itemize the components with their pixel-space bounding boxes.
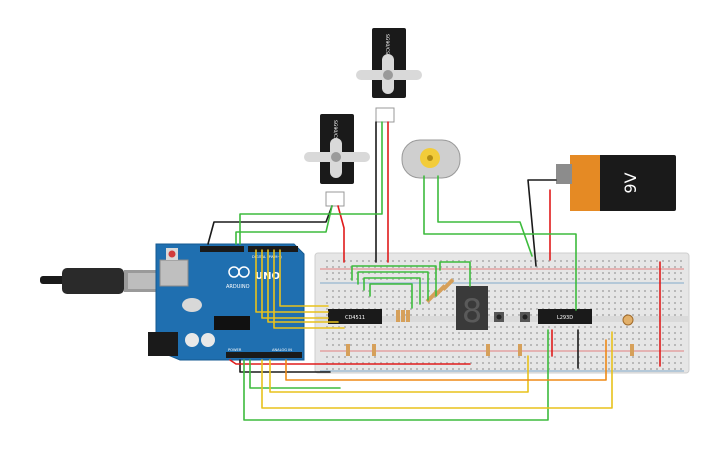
green-wire bbox=[249, 359, 341, 389]
cd4511-label: CD4511 bbox=[345, 315, 365, 321]
yellow-wire bbox=[273, 249, 345, 329]
ldr-icon[interactable] bbox=[622, 314, 634, 326]
yellow-wire bbox=[269, 355, 529, 393]
servo-left-label: SG90/CS-MS bbox=[332, 120, 338, 149]
servo-top[interactable]: SG90/CS-MS bbox=[356, 28, 422, 123]
servo-left[interactable]: SG90/CS-MS bbox=[304, 114, 370, 207]
black-wire bbox=[527, 179, 557, 267]
yellow-wire bbox=[255, 249, 329, 313]
cd4511-ic[interactable]: CD4511 bbox=[328, 309, 382, 324]
green-wire bbox=[235, 205, 333, 245]
orange-wire bbox=[285, 339, 607, 381]
red-wire bbox=[229, 359, 471, 365]
wires bbox=[207, 121, 661, 421]
l293d-ic[interactable]: L293D bbox=[538, 309, 592, 324]
motor-icon[interactable] bbox=[401, 139, 461, 179]
l293d-label: L293D bbox=[557, 315, 573, 321]
resistors bbox=[346, 278, 634, 356]
green-wire bbox=[423, 175, 577, 311]
servo-horn-icon bbox=[304, 138, 370, 178]
analog-header-label: ANALOG IN bbox=[272, 348, 292, 352]
arduino-logo-icon bbox=[228, 266, 250, 278]
servo-top-label: SG90/CS-MS bbox=[384, 34, 390, 63]
battery-icon[interactable]: 9V bbox=[556, 155, 676, 211]
black-wire bbox=[207, 205, 333, 245]
green-wire bbox=[357, 271, 429, 301]
green-wire bbox=[351, 265, 437, 297]
yellow-wire bbox=[261, 331, 613, 409]
seven-segment-digit: 8 bbox=[462, 292, 482, 330]
green-wire bbox=[437, 175, 533, 257]
arduino-uno[interactable]: ARDUINO UNO DIGITAL (PWM~) ANALOG IN POW… bbox=[148, 243, 305, 361]
green-wire bbox=[363, 277, 421, 305]
seven-segment-display[interactable]: 8 bbox=[456, 286, 488, 330]
servo-horn-icon bbox=[356, 54, 422, 94]
green-wire bbox=[439, 261, 471, 287]
yellow-wire bbox=[279, 249, 329, 307]
green-wire bbox=[243, 329, 549, 421]
pushbutton-icon[interactable] bbox=[494, 312, 504, 322]
arduino-brand-label: ARDUINO bbox=[226, 284, 250, 290]
yellow-wire bbox=[267, 249, 339, 323]
power-header-label: POWER bbox=[228, 348, 242, 352]
pushbutton-icon[interactable] bbox=[520, 312, 530, 322]
green-wire bbox=[369, 283, 413, 309]
yellow-wire bbox=[261, 249, 329, 319]
usb-plug-icon bbox=[40, 268, 168, 294]
battery-label: 9V bbox=[621, 172, 640, 193]
green-wire bbox=[239, 121, 383, 245]
